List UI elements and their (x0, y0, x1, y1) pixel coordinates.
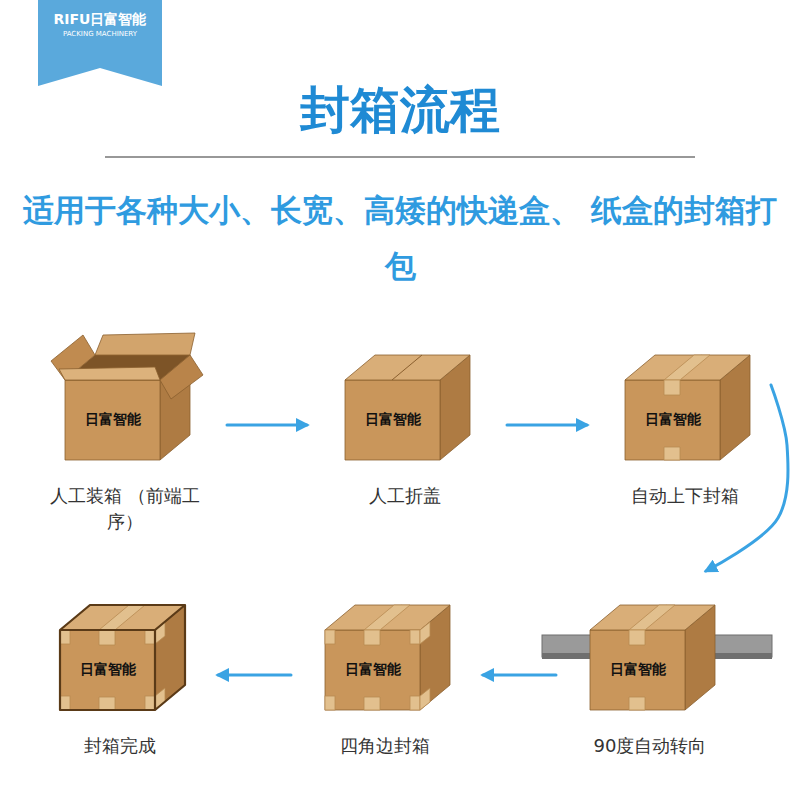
process-step: 日富智能封箱完成 (36, 575, 204, 759)
corner-tape (60, 696, 70, 710)
tape-top (99, 605, 145, 630)
box-brand-text: 日富智能 (345, 325, 440, 429)
carton-drawing (40, 575, 200, 725)
logo-text: RIFU日富智能 (38, 10, 162, 28)
flow-arrow (227, 424, 307, 427)
logo-subtext: PACKING MACHINERY (38, 30, 162, 39)
carton-drawing (570, 575, 730, 725)
tape-top (629, 605, 675, 630)
logo-banner (38, 0, 162, 86)
title-rule (105, 156, 695, 157)
box-top (590, 605, 715, 630)
subtitle: 适用于各种大小、长宽、高矮的快递盒、 纸盒的封箱打包 (20, 182, 780, 294)
step-label: 90度自动转向 (566, 733, 734, 759)
tape-front-bottom (99, 697, 115, 710)
step-label: 自动上下封箱 (601, 483, 769, 509)
box-right-flap (160, 355, 203, 399)
box-top (625, 355, 750, 380)
flap-seam (392, 355, 422, 380)
carton-drawing (45, 325, 205, 475)
box-illustration: 日富智能 (305, 575, 465, 725)
flow-arrow (218, 674, 291, 677)
tape-front (364, 630, 380, 645)
corner-tape (325, 696, 335, 710)
step-label: 四角边封箱 (301, 733, 469, 759)
tape-top (364, 605, 410, 630)
process-step: 日富智能自动上下封箱 (601, 325, 769, 509)
box-top (325, 605, 450, 630)
tape-front (664, 380, 680, 395)
box-illustration: 日富智能 (570, 575, 730, 725)
box-illustration: 日富智能 (40, 575, 200, 725)
process-step: 日富智能四角边封箱 (301, 575, 469, 759)
process-step: 日富智能 90度自动转向 (566, 575, 734, 759)
box-illustration: 日富智能 (325, 325, 485, 475)
step-label: 封箱完成 (36, 733, 204, 759)
corner-tape (325, 630, 335, 644)
box-brand-text: 日富智能 (325, 575, 420, 679)
box-brand-text: 日富智能 (625, 325, 720, 429)
process-step: 日富智能人工折盖 (321, 325, 489, 509)
flow-arrow (483, 674, 556, 677)
box-top (345, 355, 470, 380)
carton-drawing (305, 575, 465, 725)
corner-tape-side (420, 688, 430, 710)
tape-front-bottom (629, 697, 645, 710)
corner-tape (145, 630, 155, 644)
corner-tape-side (420, 622, 430, 644)
step-label: 人工装箱 （前端工序） (41, 483, 209, 535)
box-top (60, 605, 185, 630)
box-brand-text: 日富智能 (590, 575, 685, 679)
tape-front (99, 630, 115, 645)
corner-tape (60, 630, 70, 644)
tape-front (629, 630, 645, 645)
title: 封箱流程 (0, 78, 800, 142)
box-illustration: 日富智能 (45, 325, 205, 475)
process-step: 日富智能人工装箱 （前端工序） (41, 325, 209, 535)
corner-tape (145, 696, 155, 710)
box-back-flap (95, 333, 195, 355)
tape-front-bottom (664, 447, 680, 460)
box-brand-text: 日富智能 (65, 325, 160, 429)
box-illustration: 日富智能 (605, 325, 765, 475)
corner-tape (410, 696, 420, 710)
tape-front-bottom (364, 697, 380, 710)
box-edges (60, 605, 185, 710)
carton-drawing (325, 325, 485, 475)
box-brand-text: 日富智能 (60, 575, 155, 679)
step-label: 人工折盖 (321, 483, 489, 509)
carton-drawing (605, 325, 765, 475)
corner-tape (410, 630, 420, 644)
tape-top (664, 355, 710, 380)
box-front-flap (59, 367, 160, 380)
flow-arrow (507, 424, 587, 427)
